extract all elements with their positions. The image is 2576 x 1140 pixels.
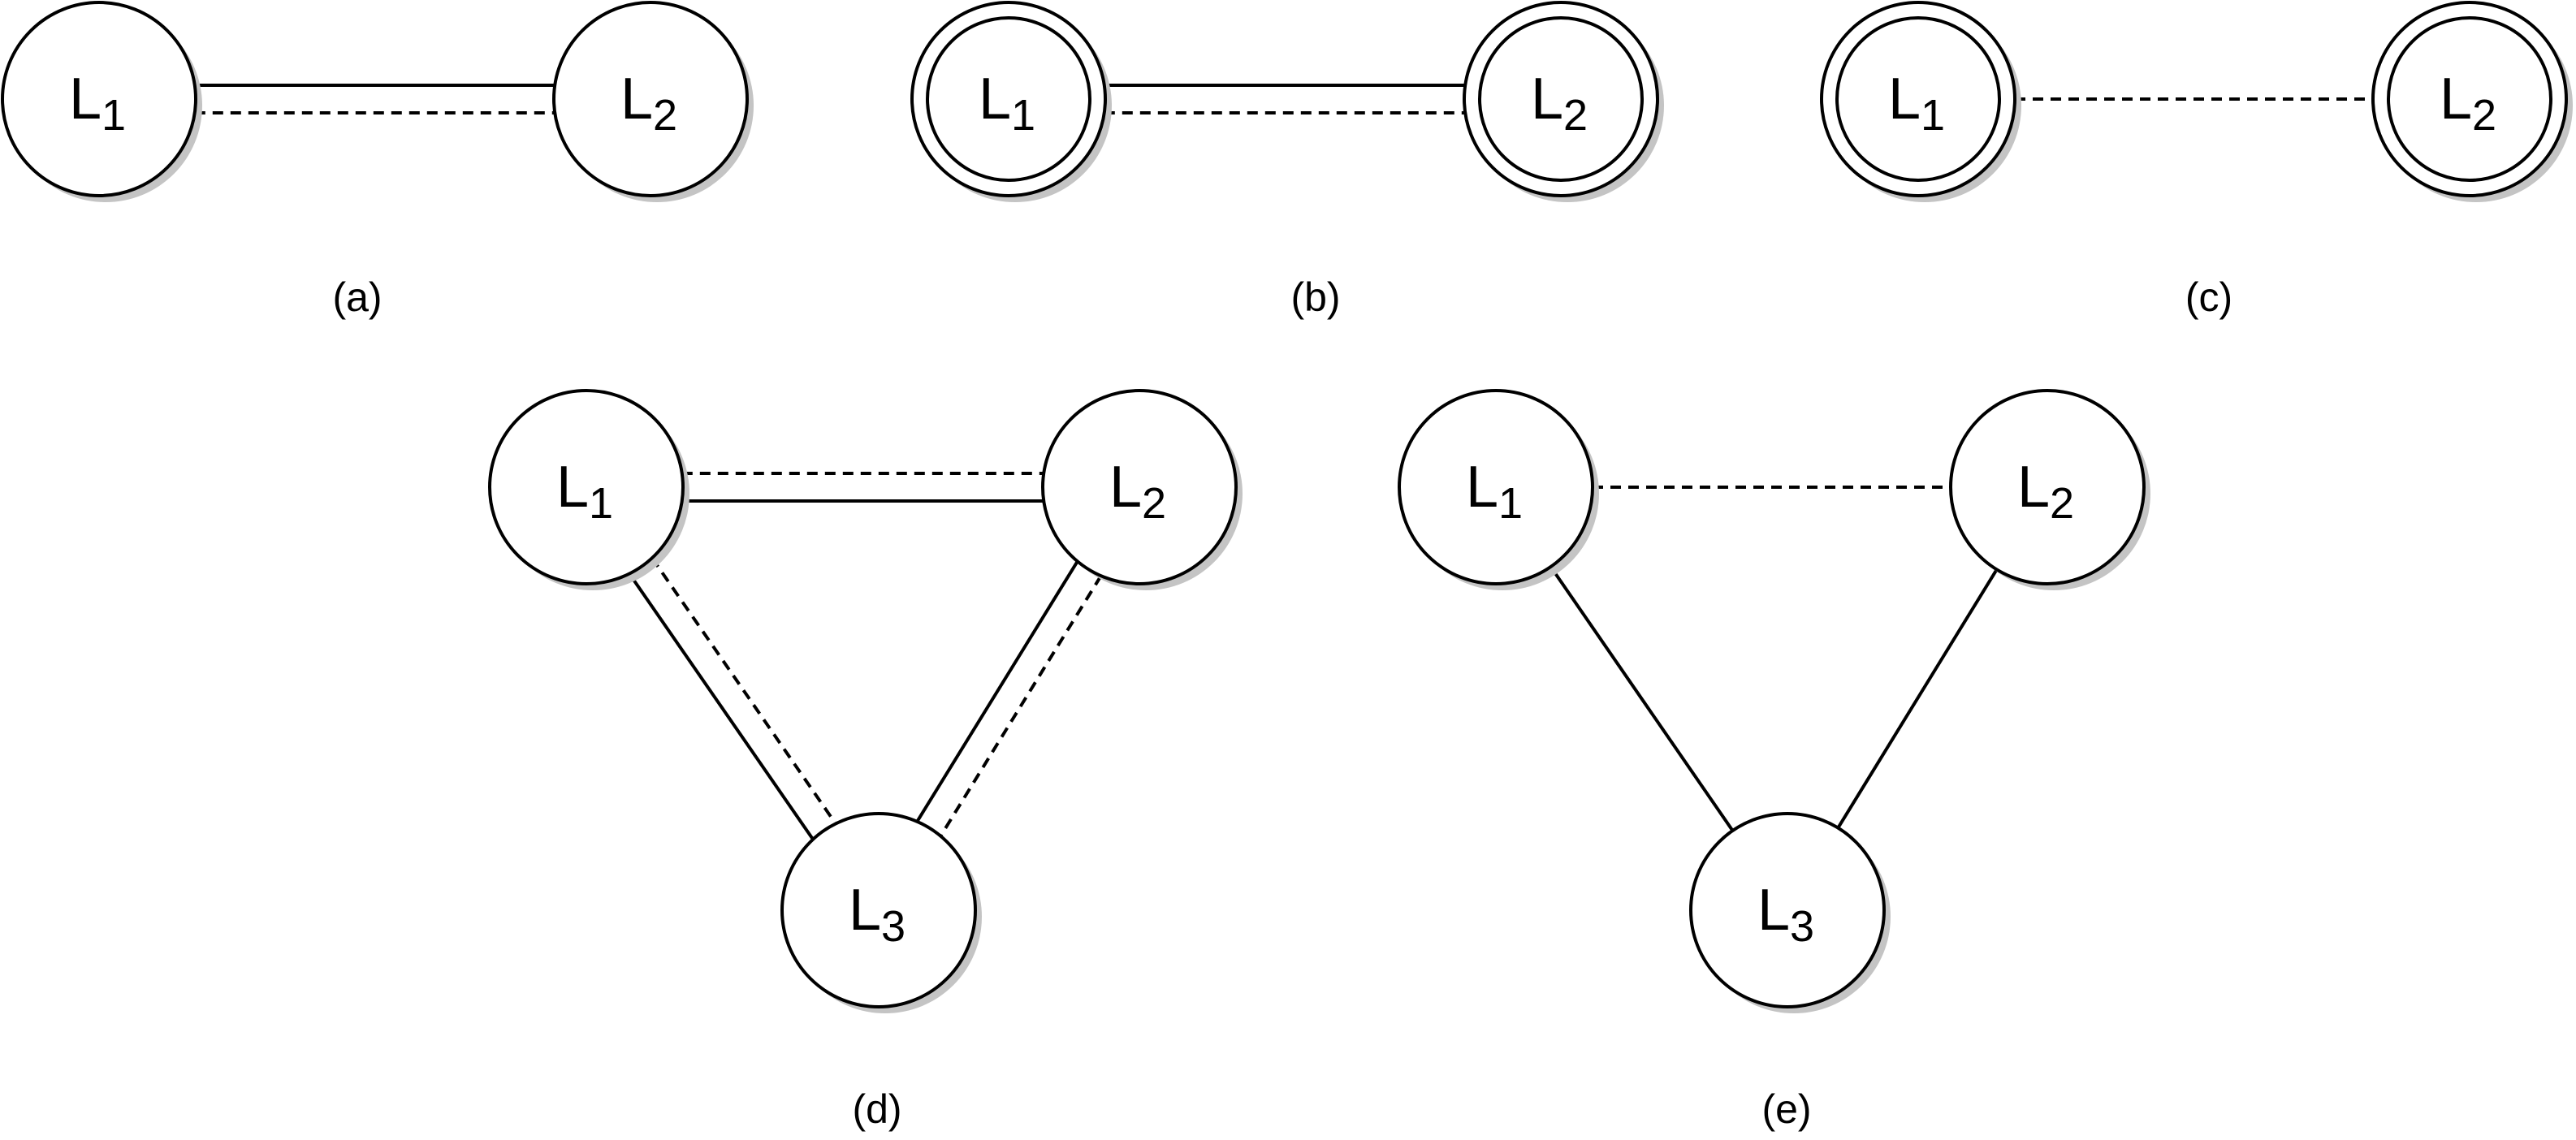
node-c-l2: L2 [2371,1,2573,202]
node-circle [1820,1,2016,197]
node-circle [1,1,197,197]
node-e-l2: L2 [1949,389,2150,590]
edge-d-l1-l3-dashed [650,557,837,825]
node-label-subscript: 3 [1790,902,1814,951]
node-b-l2: L2 [1463,1,1664,202]
node-b-l1: L1 [910,1,1112,202]
caption-a: (a) [332,274,382,320]
node-label-subscript: 1 [589,479,613,528]
caption-d: (d) [852,1086,901,1132]
node-label-base: L [556,455,589,520]
node-label-subscript: 1 [1921,91,1945,140]
node-label: L2 [2440,67,2496,140]
node-inner-ring [1478,16,1644,182]
edges-layer [194,84,2373,840]
node-label-subscript: 2 [2050,479,2074,528]
node-label-base: L [2440,67,2472,132]
caption-e: (e) [1761,1086,1811,1132]
node-inner-ring [2387,16,2552,182]
node-circle [1398,389,1594,585]
node-circle [1689,812,1886,1008]
edge-d-l2-l3-dashed [939,575,1103,837]
node-inner-ring [1835,16,2001,182]
edge-e-l2-l3-solid [1836,568,1999,829]
node-label: L1 [1466,455,1523,528]
caption-b: (b) [1290,274,1340,320]
node-circle [2371,1,2568,197]
node-label-base: L [1466,455,1498,520]
node-e-l1: L1 [1398,389,1599,590]
node-a-l2: L2 [552,1,754,202]
node-label-subscript: 1 [1011,91,1035,140]
node-label-subscript: 2 [653,91,677,140]
node-d-l2: L2 [1041,389,1243,590]
node-inner-ring [926,16,1091,182]
node-c-l1: L1 [1820,1,2021,202]
node-label: L1 [1888,67,1945,140]
node-circle [1041,389,1238,585]
node-label: L3 [849,878,905,951]
node-label: L2 [620,67,677,140]
node-circle [552,1,749,197]
node-circle [1463,1,1659,197]
node-label-base: L [1757,878,1790,943]
captions-layer: (a) (b) (c) (d) (e) [332,274,2232,1132]
node-label-base: L [2017,455,2050,520]
node-circle [488,389,685,585]
node-label-subscript: 2 [2472,91,2496,140]
node-label-base: L [1109,455,1142,520]
node-label-subscript: 1 [1498,479,1523,528]
node-a-l1: L1 [1,1,202,202]
node-label-base: L [1531,67,1563,132]
node-label-subscript: 2 [1142,479,1166,528]
edge-d-l1-l3-solid [628,572,815,840]
node-label-subscript: 1 [102,91,126,140]
node-label: L1 [979,67,1035,140]
caption-c: (c) [2185,274,2232,320]
node-label: L2 [1109,455,1166,528]
node-label-base: L [1888,67,1921,132]
edge-e-l1-l3-solid [1549,565,1735,832]
node-label-base: L [620,67,653,132]
edge-d-l2-l3-solid [915,560,1079,823]
node-label: L2 [2017,455,2074,528]
node-circle [910,1,1107,197]
node-e-l3: L3 [1689,812,1891,1013]
node-label: L3 [1757,878,1814,951]
node-label: L1 [69,67,126,140]
node-label: L2 [1531,67,1588,140]
node-circle [780,812,977,1008]
node-d-l1: L1 [488,389,689,590]
node-circle [1949,389,2146,585]
node-label-base: L [69,67,102,132]
node-d-l3: L3 [780,812,982,1013]
node-label-base: L [979,67,1011,132]
node-label-base: L [849,878,881,943]
node-label-subscript: 3 [881,902,905,951]
node-label-subscript: 2 [1563,91,1588,140]
node-label: L1 [556,455,613,528]
